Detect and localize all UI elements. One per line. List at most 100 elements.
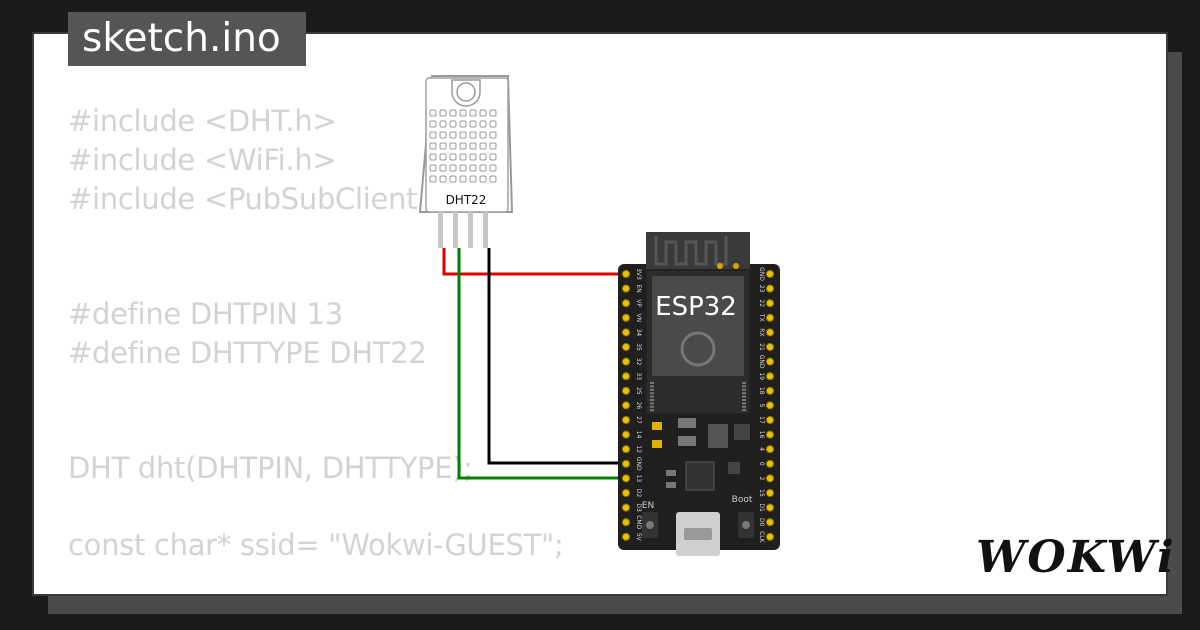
right-header-pin-label: D1	[758, 503, 765, 512]
usb-chip	[685, 461, 715, 491]
code-line-7: #define DHTTYPE DHT22	[68, 336, 427, 370]
right-header-pin[interactable]	[765, 269, 775, 279]
left-header-pin[interactable]	[621, 415, 631, 425]
left-header-pin-label: 5V	[635, 533, 642, 542]
left-header-pin[interactable]	[621, 459, 631, 468]
left-header-pin[interactable]	[621, 357, 631, 366]
left-header-pin[interactable]	[621, 401, 631, 410]
left-header-pin-label: EN	[635, 284, 642, 292]
right-header-pin[interactable]	[765, 430, 775, 439]
grille-hole	[459, 142, 467, 150]
wire-data[interactable]	[457, 248, 626, 480]
left-header-pin-label: 3V3	[635, 268, 642, 280]
filename-tab[interactable]: sketch.ino	[68, 12, 306, 66]
right-header-pin[interactable]	[765, 357, 775, 366]
grille-hole	[489, 142, 497, 150]
left-header-pin[interactable]	[621, 430, 631, 439]
grille-hole	[429, 153, 437, 161]
grille-hole	[439, 109, 447, 117]
wire-ground[interactable]	[487, 248, 626, 465]
grille-hole	[459, 175, 467, 183]
left-header-pin[interactable]	[621, 313, 631, 322]
grille-hole	[479, 120, 487, 128]
grille-hole	[469, 109, 477, 117]
right-header-pin[interactable]	[765, 313, 775, 322]
right-header-pin[interactable]	[765, 328, 775, 337]
grille-hole	[459, 109, 467, 117]
left-header-pin[interactable]	[621, 372, 631, 381]
grille-hole	[439, 153, 447, 161]
grille-hole	[449, 164, 457, 172]
right-header-pin-label: 21	[758, 343, 765, 351]
wire-power[interactable]	[442, 248, 626, 276]
left-header-pin[interactable]	[621, 328, 631, 337]
right-header-pin[interactable]	[765, 503, 775, 512]
left-header-pin-label: 13	[635, 475, 642, 483]
grille-hole	[429, 142, 437, 150]
right-header-pin[interactable]	[765, 342, 775, 352]
shield-can	[652, 276, 744, 376]
right-header-pin[interactable]	[765, 386, 775, 395]
code-line-12: const char* ssid= "Wokwi-GUEST";	[68, 528, 564, 562]
en-label: EN	[642, 501, 654, 511]
grille-hole	[469, 142, 477, 150]
left-header-pin-label: D2	[635, 489, 642, 498]
left-header-pin[interactable]	[621, 269, 631, 279]
left-header-pin[interactable]	[621, 488, 631, 498]
right-header-pin[interactable]	[765, 459, 775, 468]
right-header-pin[interactable]	[765, 415, 775, 425]
left-pin-header[interactable]: 3V3ENVPVN343532332526271412GND13D2D3CMD5…	[621, 268, 642, 542]
right-header-pin-label: 22	[758, 299, 765, 307]
right-header-pin-label: 5	[758, 403, 765, 407]
left-header-pin-label: 26	[635, 402, 642, 410]
right-header-pin-label: D0	[758, 518, 765, 527]
grille-hole	[449, 109, 457, 117]
grille-hole	[459, 131, 467, 139]
grille-hole	[429, 120, 437, 128]
left-header-pin[interactable]	[621, 474, 631, 483]
right-header-pin[interactable]	[765, 532, 775, 541]
grille-hole	[439, 175, 447, 183]
grille-hole	[439, 164, 447, 172]
left-header-pin[interactable]	[621, 445, 631, 454]
grille-hole	[469, 175, 477, 183]
grille-hole	[469, 164, 477, 172]
left-header-pin-label: 27	[635, 416, 642, 424]
grille-hole	[489, 109, 497, 117]
left-header-pin-label: 32	[635, 358, 642, 366]
left-header-pin[interactable]	[621, 532, 631, 541]
grille-hole	[489, 164, 497, 172]
right-header-pin[interactable]	[765, 518, 775, 527]
right-header-pin[interactable]	[765, 401, 775, 410]
right-header-pin[interactable]	[765, 445, 775, 454]
right-header-pin-label: 17	[758, 416, 765, 424]
right-header-pin-label: 15	[758, 489, 765, 497]
left-header-pin-label: 25	[635, 387, 642, 395]
grille-hole	[479, 142, 487, 150]
right-header-pin-label: 23	[758, 285, 765, 293]
dht22-sensor[interactable]: DHT22	[418, 75, 514, 248]
right-header-pin[interactable]	[765, 284, 775, 293]
grille-hole	[449, 131, 457, 139]
esp32-board[interactable]: ESP32 3V3ENVPVN343532332526271412GND13D2…	[618, 232, 780, 556]
left-header-pin-label: D3	[635, 503, 642, 512]
right-header-pin[interactable]	[765, 474, 775, 483]
right-header-pin-label: CLK	[758, 531, 765, 544]
espressif-logo-icon	[680, 331, 716, 367]
left-header-pin-label: 35	[635, 343, 642, 351]
right-header-pin[interactable]	[765, 372, 775, 381]
left-header-pin[interactable]	[621, 284, 631, 293]
right-header-pin[interactable]	[765, 299, 775, 308]
left-header-pin[interactable]	[621, 342, 631, 352]
code-line-6: #define DHTPIN 13	[68, 297, 343, 331]
sensor-grille	[429, 109, 497, 183]
module-pads	[650, 382, 746, 412]
left-header-pin[interactable]	[621, 386, 631, 395]
right-header-pin-label: 19	[758, 372, 765, 380]
left-header-pin[interactable]	[621, 503, 631, 512]
right-header-pin[interactable]	[765, 488, 775, 498]
left-header-pin[interactable]	[621, 518, 631, 527]
code-line-1: #include <DHT.h>	[68, 104, 337, 138]
left-header-pin[interactable]	[621, 299, 631, 308]
